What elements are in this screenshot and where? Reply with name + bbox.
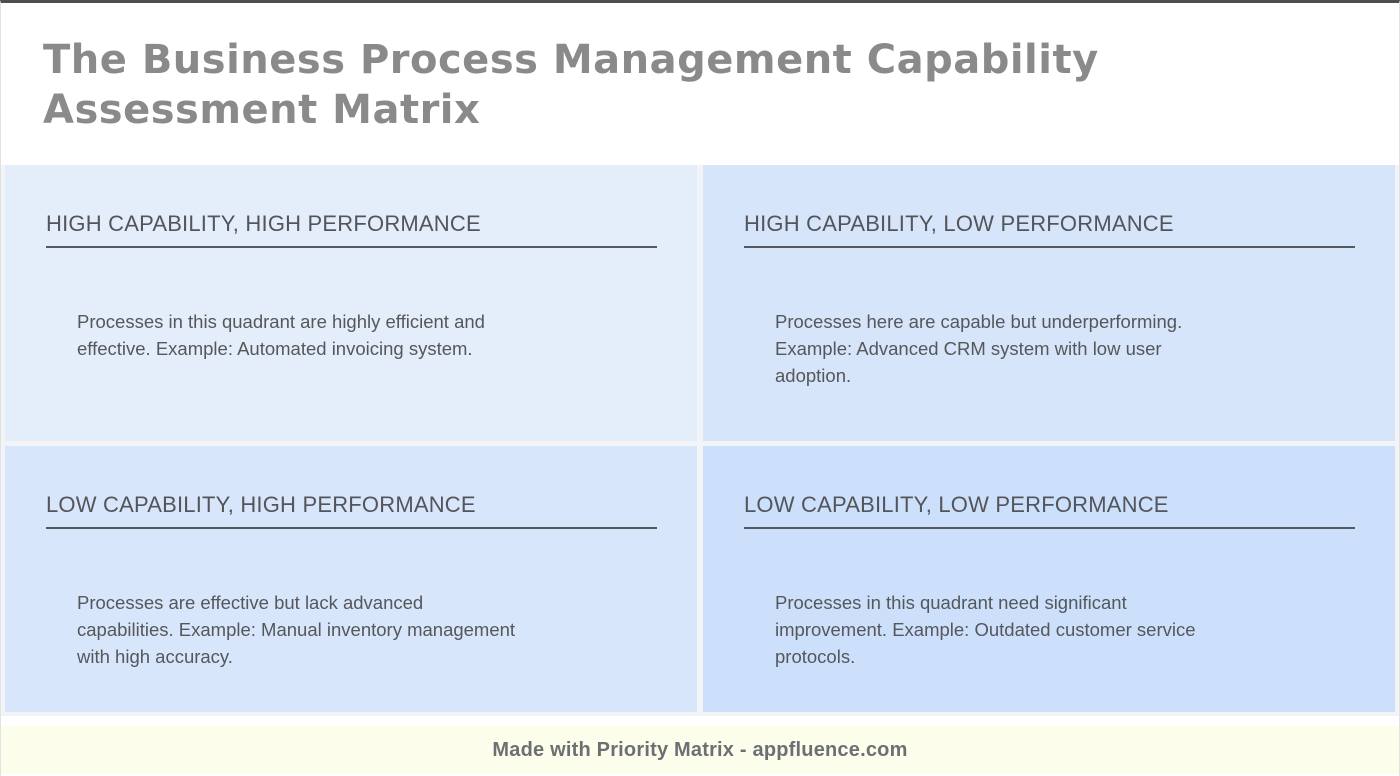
quadrant-title-low-low: LOW CAPABILITY, LOW PERFORMANCE <box>744 492 1355 529</box>
quadrant-description-high-low: Processes here are capable but underperf… <box>775 311 1183 386</box>
quadrant-high-capability-low-performance: HIGH CAPABILITY, LOW PERFORMANCE Process… <box>703 165 1395 441</box>
footer-credit: Made with Priority Matrix - appfluence.c… <box>492 738 908 761</box>
quadrant-title-high-low: HIGH CAPABILITY, LOW PERFORMANCE <box>744 211 1355 248</box>
quadrant-low-capability-low-performance: LOW CAPABILITY, LOW PERFORMANCE Processe… <box>703 446 1395 712</box>
footer-bar: Made with Priority Matrix - appfluence.c… <box>1 726 1399 774</box>
quadrant-title-high-high: HIGH CAPABILITY, HIGH PERFORMANCE <box>46 211 657 248</box>
quadrant-description-low-low: Processes in this quadrant need signific… <box>775 592 1196 667</box>
quadrant-high-capability-high-performance: HIGH CAPABILITY, HIGH PERFORMANCE Proces… <box>5 165 697 441</box>
quadrant-description-high-high: Processes in this quadrant are highly ef… <box>77 311 485 359</box>
quadrant-low-capability-high-performance: LOW CAPABILITY, HIGH PERFORMANCE Process… <box>5 446 697 712</box>
matrix-grid: HIGH CAPABILITY, HIGH PERFORMANCE Proces… <box>1 165 1399 716</box>
quadrant-description-low-high: Processes are effective but lack advance… <box>77 592 516 667</box>
page-title: The Business Process Management Capabili… <box>43 37 1099 133</box>
quadrant-title-low-high: LOW CAPABILITY, HIGH PERFORMANCE <box>46 492 657 529</box>
